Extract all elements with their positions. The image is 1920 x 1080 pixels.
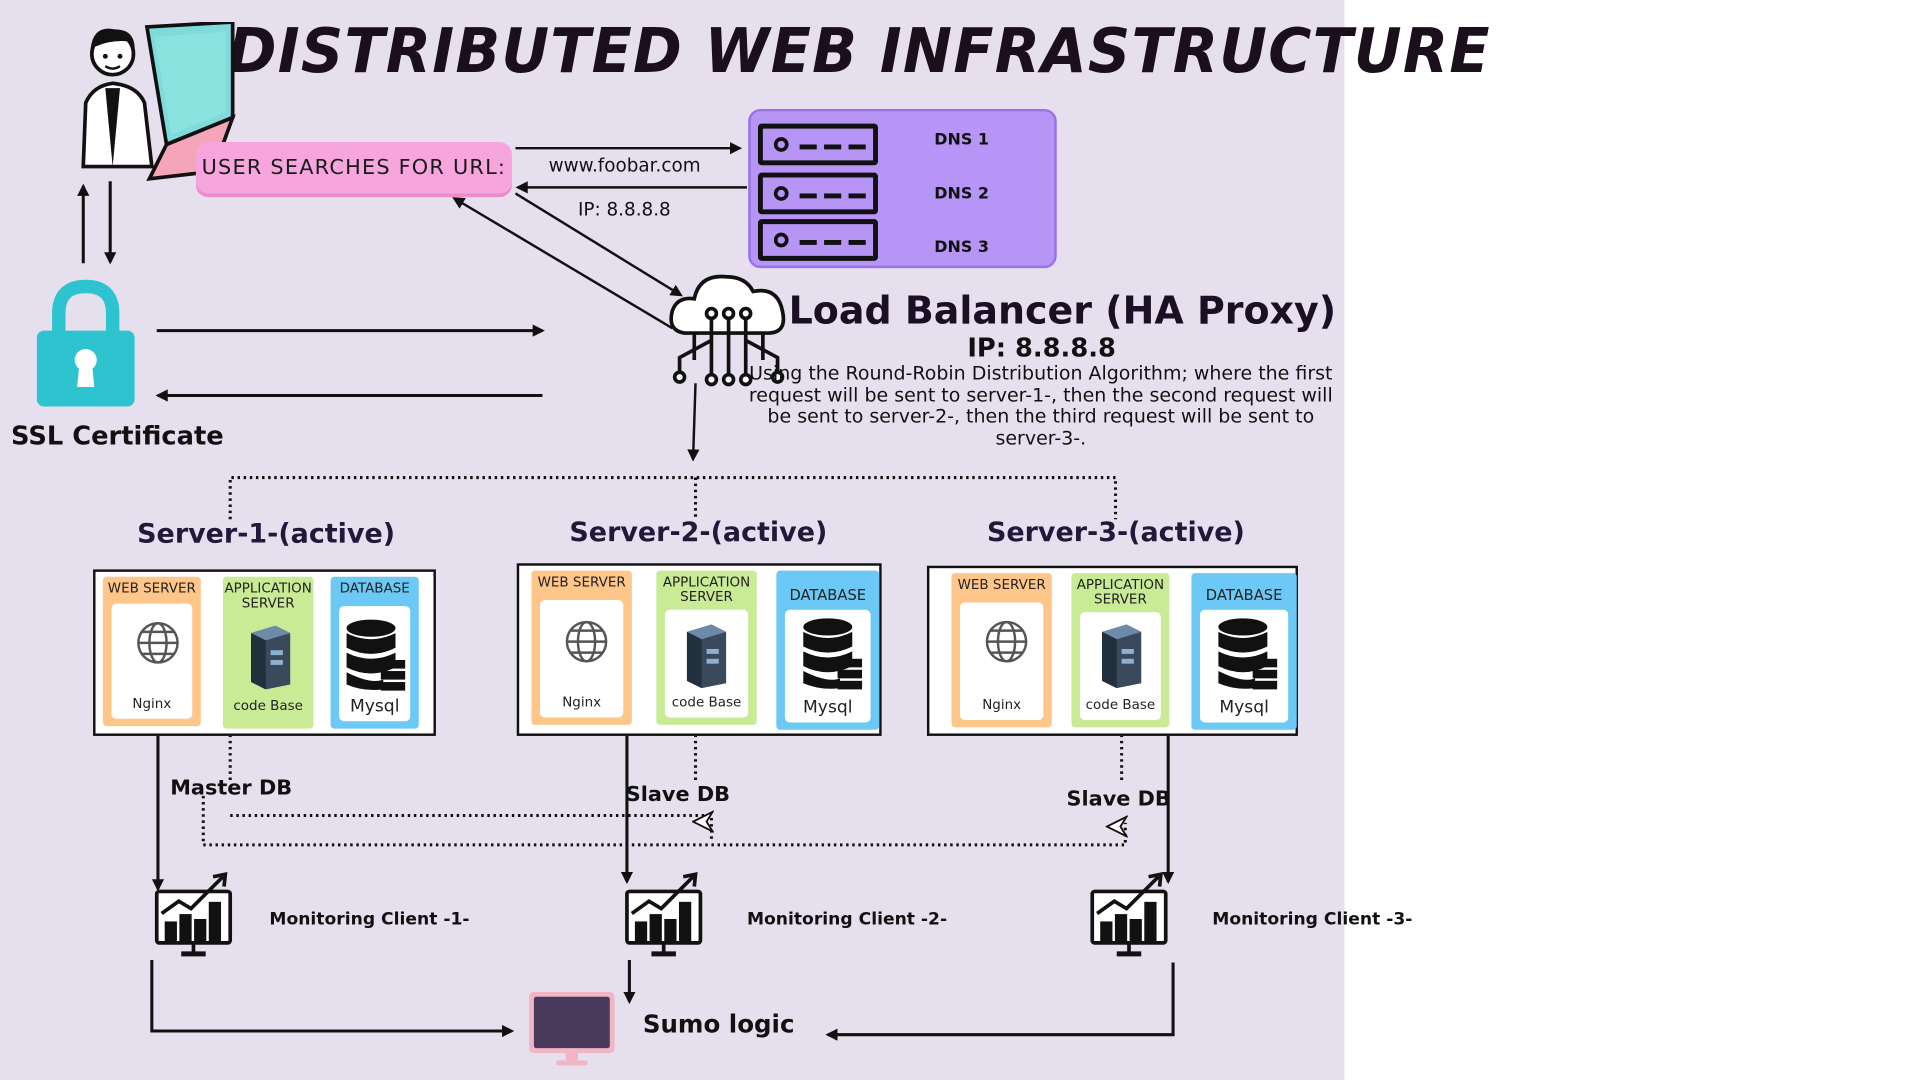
app-server-panel: APPLICATION SERVER code Base — [1071, 573, 1170, 728]
url-text: www.foobar.com — [548, 154, 701, 177]
master-db-label: Master DB — [170, 776, 293, 801]
lock-icon — [36, 277, 135, 409]
app-server-caption: APPLICATION SERVER — [1076, 576, 1165, 608]
globe-icon — [984, 620, 1028, 669]
web-server-caption: WEB SERVER — [537, 574, 626, 591]
database-caption: DATABASE — [339, 580, 410, 597]
app-server-label: code Base — [233, 697, 303, 714]
app-server-card: code Base — [1080, 612, 1161, 721]
globe-icon — [564, 620, 608, 669]
globe-icon — [136, 621, 180, 670]
app-server-label: code Base — [671, 694, 742, 711]
slave-db-label: Slave DB — [1066, 787, 1171, 812]
database-panel: DATABASE Mysql — [776, 570, 880, 730]
server-tower-icon — [682, 622, 731, 693]
app-server-card: code Base — [664, 609, 749, 718]
web-server-label: Nginx — [982, 696, 1022, 713]
dns-server-box: DNS 1 DNS 2 DNS 3 — [748, 108, 1057, 269]
database-panel: DATABASE Mysql — [1191, 573, 1297, 730]
dns-label: DNS 3 — [934, 238, 989, 258]
database-card: Mysql — [1200, 609, 1289, 723]
app-server-card: code Base — [231, 618, 304, 721]
diagram-title: DISTRIBUTED WEB INFRASTRUCTURE — [227, 15, 1491, 88]
server-tower-icon — [246, 623, 295, 694]
monitoring-client-label: Monitoring Client -1- — [269, 909, 470, 930]
dns-server-icon — [757, 123, 878, 166]
ssl-certificate-label: SSL Certificate — [11, 421, 224, 451]
database-card: Mysql — [784, 609, 871, 723]
cloud-network-icon — [667, 269, 789, 387]
monitoring-chart-icon — [154, 872, 233, 963]
dns-label: DNS 1 — [934, 131, 989, 150]
sumo-logic-label: Sumo logic — [642, 1008, 795, 1039]
app-server-caption: APPLICATION SERVER — [224, 580, 312, 612]
load-balancer-title: Load Balancer (HA Proxy) — [788, 288, 1337, 334]
database-label: Mysql — [1219, 697, 1269, 718]
monitoring-chart-icon — [1090, 872, 1168, 963]
web-server-caption: WEB SERVER — [107, 580, 196, 597]
app-server-label: code Base — [1085, 696, 1156, 713]
database-icon — [346, 618, 406, 696]
database-panel: DATABASE Mysql — [330, 576, 419, 729]
web-server-caption: WEB SERVER — [957, 576, 1046, 593]
dns-server-icon — [757, 172, 878, 215]
server-box: WEB SERVER Nginx APPLICATION SERVER code… — [516, 563, 882, 736]
web-server-panel: WEB SERVER Nginx — [102, 576, 201, 727]
monitoring-client-label: Monitoring Client -3- — [1212, 909, 1413, 930]
load-balancer-description: Using the Round-Robin Distribution Algor… — [748, 362, 1333, 449]
database-caption: DATABASE — [1205, 586, 1283, 604]
database-caption: DATABASE — [789, 586, 867, 604]
app-server-panel: APPLICATION SERVER code Base — [222, 576, 314, 729]
database-card: Mysql — [339, 606, 411, 722]
web-server-panel: WEB SERVER Nginx — [951, 573, 1052, 728]
monitor-screen-icon — [527, 989, 618, 1072]
server-tower-icon — [1097, 622, 1146, 693]
server-title: Server-2-(active) — [569, 517, 828, 549]
web-server-card: Nginx — [540, 600, 624, 718]
monitoring-chart-icon — [624, 872, 703, 963]
app-server-caption: APPLICATION SERVER — [662, 574, 751, 605]
database-label: Mysql — [349, 696, 400, 717]
database-label: Mysql — [803, 697, 853, 718]
dns-server-icon — [757, 219, 878, 261]
server-title: Server-3-(active) — [986, 517, 1245, 549]
web-server-label: Nginx — [132, 695, 172, 712]
load-balancer-ip: IP: 8.8.8.8 — [967, 333, 1116, 363]
user-with-laptop-icon — [76, 20, 238, 181]
monitoring-client-label: Monitoring Client -2- — [746, 909, 948, 930]
server-title: Server-1-(active) — [137, 519, 396, 550]
app-server-panel: APPLICATION SERVER code Base — [656, 570, 757, 725]
web-server-panel: WEB SERVER Nginx — [531, 570, 632, 725]
user-search-url-label: USER SEARCHES FOR URL: — [195, 142, 512, 194]
server-box: WEB SERVER Nginx APPLICATION SERVER code… — [926, 565, 1298, 736]
database-icon — [797, 617, 868, 695]
ip-response-text: IP: 8.8.8.8 — [577, 198, 671, 221]
dns-label: DNS 2 — [934, 184, 989, 204]
database-icon — [1212, 617, 1283, 695]
slave-db-label: Slave DB — [625, 782, 730, 807]
web-server-label: Nginx — [562, 694, 602, 711]
server-box: WEB SERVER Nginx APPLICATION SERVER code… — [93, 569, 436, 736]
web-server-card: Nginx — [960, 602, 1044, 721]
web-server-card: Nginx — [111, 603, 193, 719]
